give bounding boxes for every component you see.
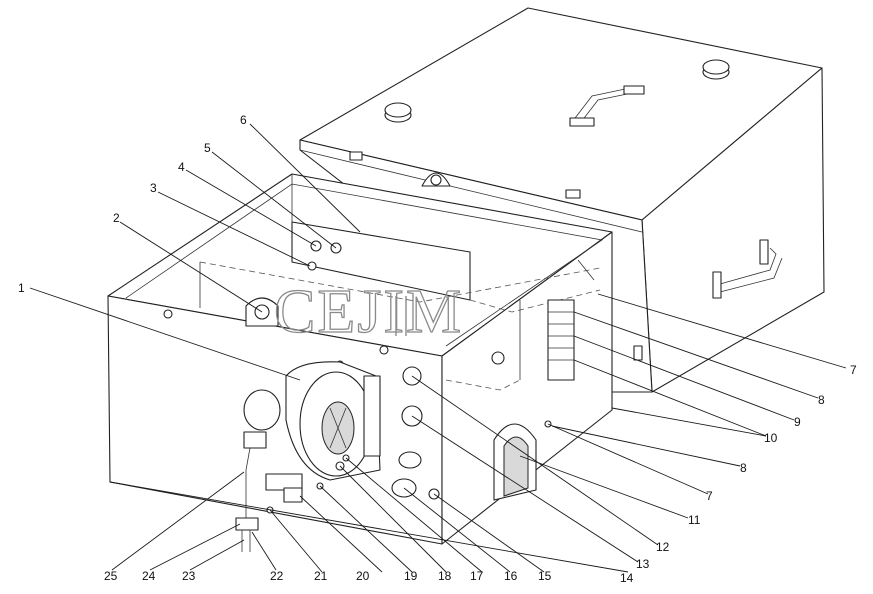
callout-label: 11 — [688, 513, 701, 527]
callout-label: 12 — [656, 540, 670, 554]
callout-label: 10 — [764, 431, 778, 445]
callout-label: 13 — [636, 557, 650, 571]
callout-label: 18 — [438, 569, 452, 583]
leader-lines — [29, 123, 847, 573]
callout-label: 1 — [18, 281, 25, 295]
callout-label: 17 — [470, 569, 484, 583]
callout-labels: 1 2 3 4 5 6 7 7 8 8 9 10 11 12 13 14 15 … — [18, 113, 857, 585]
callout-label: 4 — [178, 160, 185, 174]
callout-label: 6 — [240, 113, 247, 127]
fan-assembly — [235, 361, 381, 552]
callout-label: 5 — [204, 141, 211, 155]
callout-label: 8 — [818, 393, 825, 407]
callout-label: 2 — [113, 211, 120, 225]
callout-label: 16 — [504, 569, 518, 583]
callout-label: 20 — [356, 569, 370, 583]
callout-label: 8 — [740, 461, 747, 475]
callout-label: 19 — [404, 569, 418, 583]
callout-label: 24 — [142, 569, 156, 583]
watermark-text: CEJIM — [274, 278, 463, 346]
callout-label: 23 — [182, 569, 196, 583]
callout-label: 3 — [150, 181, 157, 195]
callout-label: 7 — [706, 489, 713, 503]
callout-label: 7 — [850, 363, 857, 377]
callout-label: 22 — [270, 569, 284, 583]
housing-body — [107, 172, 613, 545]
callout-label: 21 — [314, 569, 328, 583]
callout-label: 25 — [104, 569, 118, 583]
callout-label: 9 — [794, 415, 801, 429]
callout-label: 15 — [538, 569, 552, 583]
callout-label: 14 — [620, 571, 634, 585]
